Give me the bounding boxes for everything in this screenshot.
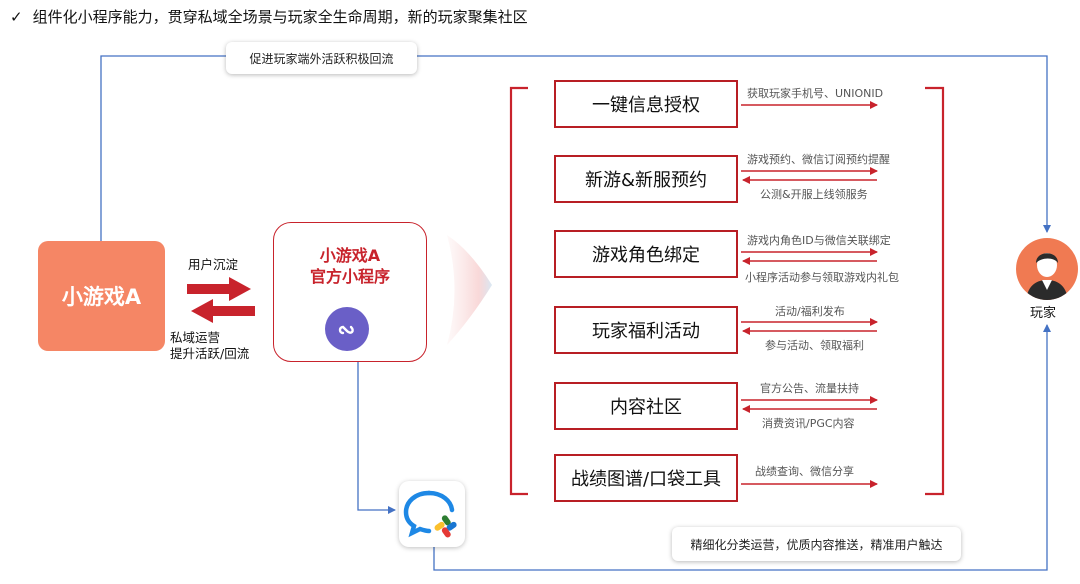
feature-stats-pocket-tools: 战绩图谱/口袋工具: [554, 454, 738, 502]
annotation-role-bottom: 小程序活动参与领取游戏内礼包: [745, 271, 899, 284]
feature-new-game-booking: 新游&新服预约: [554, 155, 738, 203]
feature-one-click-auth: 一键信息授权: [554, 80, 738, 128]
private-ops-arrow: [191, 299, 255, 323]
annotation-auth-top: 获取玩家手机号、UNIONID: [747, 87, 884, 100]
annotation-welfare-top: 活动/福利发布: [775, 305, 845, 318]
private-ops-line2: 提升活跃/回流: [170, 346, 250, 361]
bottom-flow-tag: 精细化分类运营，优质内容推送，精准用户触达: [672, 527, 961, 561]
wecom-to-player-line: [433, 324, 1051, 571]
mini-game-box: 小游戏A: [38, 241, 165, 351]
mini-program-title-line1: 小游戏A: [319, 246, 381, 265]
mini-program-title-line2: 官方小程序: [309, 267, 390, 286]
official-mini-program-box: 小游戏A 官方小程序: [273, 222, 427, 362]
annotation-booking-bottom: 公测&开服上线领服务: [760, 188, 868, 201]
private-ops-label: 私域运营 提升活跃/回流: [170, 330, 249, 362]
annotation-tools-top: 战绩查询、微信分享: [755, 465, 854, 478]
annotation-welfare-bottom: 参与活动、领取福利: [765, 339, 864, 352]
page-title-text: 组件化小程序能力，贯穿私域全场景与玩家全生命周期，新的玩家聚集社区: [32, 8, 528, 26]
private-ops-line1: 私域运营: [170, 330, 221, 345]
feature-content-community: 内容社区: [554, 382, 738, 430]
mini-program-icon: [325, 307, 369, 351]
annotation-content-top: 官方公告、流量扶持: [760, 382, 859, 395]
checkmark-icon: ✓: [10, 8, 23, 26]
top-flow-tag: 促进玩家端外活跃积极回流: [226, 42, 417, 74]
annotation-content-bottom: 消费资讯/PGC内容: [762, 417, 855, 430]
wecom-app-icon: [399, 481, 465, 547]
mini-to-wecom-line: [357, 360, 396, 514]
page-title: ✓ 组件化小程序能力，贯穿私域全场景与玩家全生命周期，新的玩家聚集社区: [10, 6, 528, 27]
top-flow-line: [100, 55, 1051, 241]
user-settle-arrow: [187, 277, 251, 301]
user-settle-label: 用户沉淀: [188, 257, 239, 272]
player-label: 玩家: [1030, 306, 1057, 321]
player-avatar-icon: [1016, 238, 1078, 300]
feature-welfare-activities: 玩家福利活动: [554, 306, 738, 354]
feature-role-binding: 游戏角色绑定: [554, 230, 738, 278]
annotation-role-top: 游戏内角色ID与微信关联绑定: [747, 234, 891, 247]
annotation-booking-top: 游戏预约、微信订阅预约提醒: [747, 153, 890, 166]
expand-fan-shape: [447, 235, 492, 345]
right-bracket: [925, 86, 945, 496]
left-bracket: [509, 86, 528, 496]
